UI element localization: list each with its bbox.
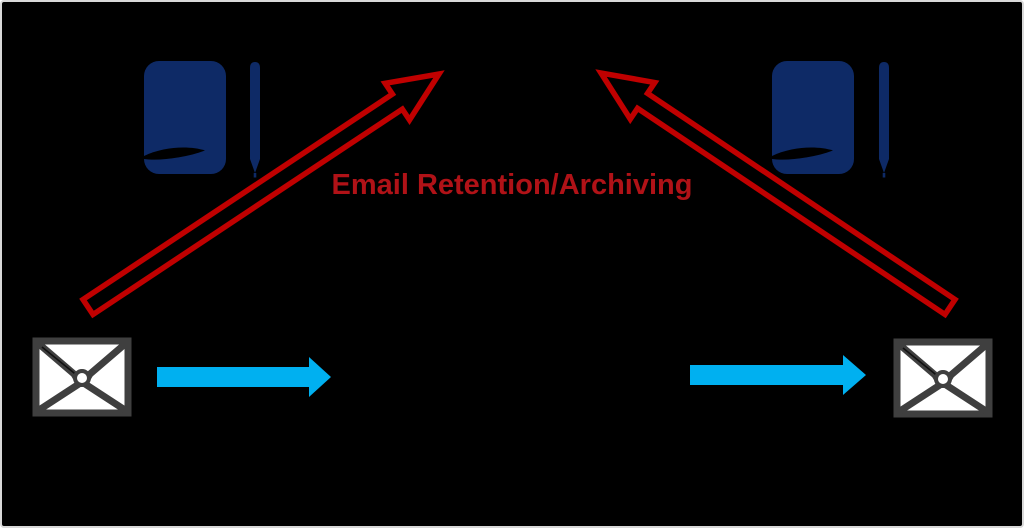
- journal-book-right-icon: [772, 61, 854, 174]
- retention-arrow-left: [79, 70, 445, 319]
- pen-right-icon: [879, 62, 889, 178]
- flow-arrow-left: [157, 357, 331, 397]
- diagram-title: Email Retention/Archiving: [331, 169, 693, 201]
- flow-arrow-right: [690, 355, 866, 395]
- retention-arrow-right: [595, 69, 959, 319]
- email-envelope-right-icon: [897, 342, 989, 414]
- journal-book-left-icon: [144, 61, 226, 174]
- pen-left-icon: [250, 62, 260, 178]
- email-envelope-left-icon: [36, 341, 128, 413]
